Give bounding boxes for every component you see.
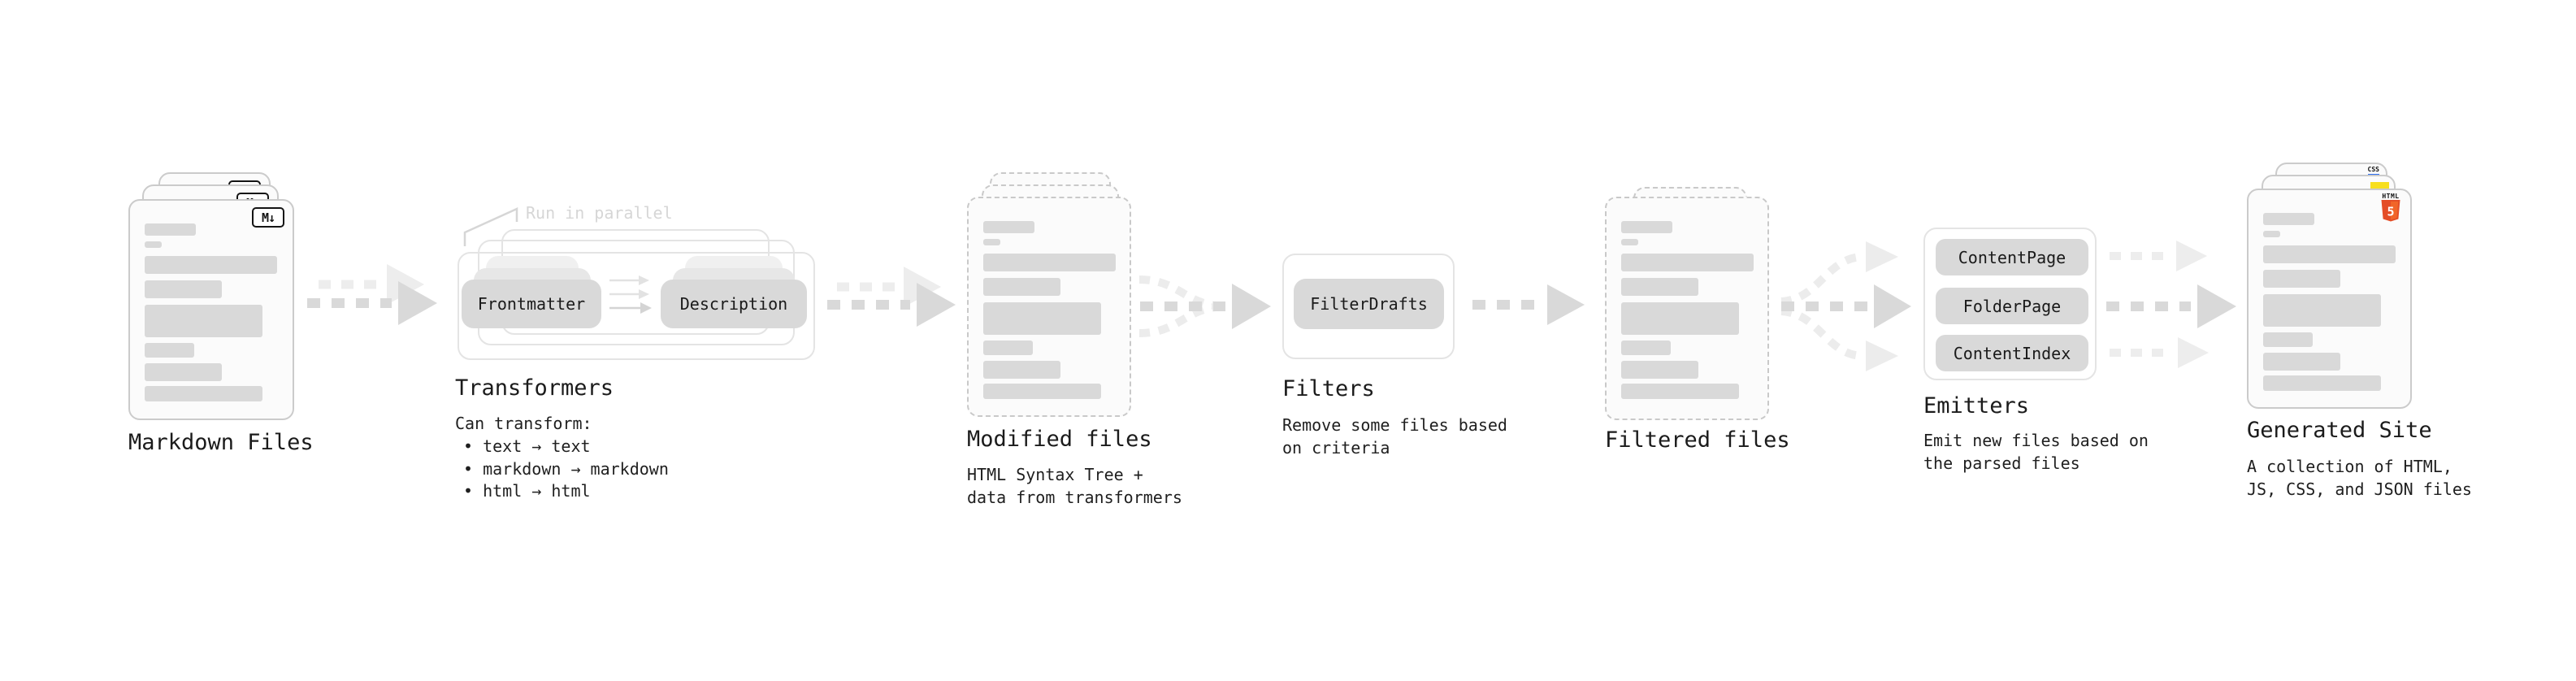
doc-text-bar	[1621, 278, 1698, 296]
doc-text-bar	[2263, 245, 2396, 263]
emitters-box: ContentPage FolderPage ContentIndex	[1923, 228, 2097, 380]
markdown-file-card-front: M↓	[128, 199, 294, 420]
doc-text-bar	[1621, 361, 1698, 379]
html5-number: 5	[2387, 205, 2394, 219]
doc-text-bar	[2263, 270, 2340, 288]
doc-text-bar	[1621, 221, 1672, 233]
transformers-bullet: • text → text	[463, 436, 591, 456]
section-label-filtered-files: Filtered files	[1605, 427, 1790, 453]
filters-subtext-line: Remove some files based	[1282, 415, 1507, 435]
arrow-modified-to-filters	[1138, 275, 1271, 337]
filters-subtext-line: on criteria	[1282, 438, 1390, 458]
run-in-parallel-note: Run in parallel	[526, 203, 673, 223]
arrow-markdown-to-transformers	[307, 264, 437, 325]
doc-text-bar	[145, 280, 222, 298]
filtered-file-card-front	[1605, 197, 1769, 420]
emitter-pill-contentindex: ContentIndex	[1936, 335, 2088, 371]
doc-text-bar	[2263, 213, 2314, 225]
section-label-modified-files: Modified files	[967, 427, 1152, 452]
emitter-pill-folderpage: FolderPage	[1936, 288, 2088, 324]
emitters-subtext-line: the parsed files	[1923, 453, 2080, 473]
doc-text-bar	[2263, 375, 2381, 391]
doc-text-bar	[2263, 353, 2340, 371]
doc-text-bar	[145, 223, 196, 236]
transformers-bullet: • markdown → markdown	[463, 459, 669, 479]
doc-text-bar	[983, 278, 1060, 296]
doc-text-bar	[1621, 302, 1739, 335]
arrow-filters-to-filtered	[1472, 284, 1585, 325]
doc-text-bar	[145, 363, 222, 381]
emitter-pill-contentpage: ContentPage	[1936, 239, 2088, 275]
doc-text-bar	[145, 256, 277, 274]
section-label-filters: Filters	[1282, 376, 1375, 401]
transformers-bullet: • html → html	[463, 481, 591, 501]
doc-text-bar	[983, 221, 1034, 233]
section-label-generated-site: Generated Site	[2247, 418, 2432, 443]
doc-text-bar	[1621, 340, 1671, 355]
doc-text-bar	[1621, 239, 1638, 245]
arrow-emitters-to-generated	[2106, 241, 2236, 368]
doc-text-bar	[2263, 294, 2381, 327]
section-label-transformers: Transformers	[455, 375, 614, 401]
arrow-transformers-to-modified	[827, 267, 956, 327]
section-label-emitters: Emitters	[1923, 393, 2030, 419]
html5-icon-word: HTML	[2382, 193, 2400, 200]
doc-text-bar	[145, 386, 262, 401]
js-icon	[2370, 182, 2389, 189]
html5-icon: HTML 5	[2380, 193, 2401, 227]
arrow-filtered-to-emitters	[1780, 241, 1911, 371]
transformer-container-front	[458, 252, 815, 360]
doc-text-bar	[2263, 231, 2280, 237]
doc-text-bar	[145, 241, 162, 248]
generated-site-subtext-line: A collection of HTML,	[2247, 457, 2452, 476]
modified-files-subtext-line: HTML Syntax Tree +	[967, 465, 1143, 484]
html5-shield: 5	[2381, 200, 2400, 222]
doc-text-bar	[145, 343, 194, 358]
doc-text-bar	[1621, 384, 1739, 399]
transformers-subtitle: Can transform:	[455, 414, 592, 433]
markdown-icon: M↓	[252, 207, 284, 228]
doc-text-bar	[2263, 332, 2313, 347]
modified-files-subtext-line: data from transformers	[967, 488, 1182, 507]
doc-text-bar	[983, 340, 1033, 355]
modified-file-card-front	[967, 197, 1131, 417]
doc-text-bar	[983, 239, 1000, 245]
transformer-pill-description: Description	[661, 280, 807, 328]
doc-text-bar	[983, 361, 1060, 379]
transformer-pill-frontmatter: Frontmatter	[462, 280, 601, 328]
doc-text-bar	[145, 305, 262, 337]
filter-pill-filterdrafts: FilterDrafts	[1294, 279, 1444, 329]
doc-text-bar	[983, 302, 1101, 335]
doc-text-bar	[1621, 254, 1754, 271]
generated-site-subtext-line: JS, CSS, and JSON files	[2247, 479, 2472, 499]
doc-text-bar	[983, 384, 1101, 399]
generated-file-card-html: HTML 5	[2247, 189, 2412, 409]
emitters-subtext-line: Emit new files based on	[1923, 431, 2149, 450]
doc-text-bar	[983, 254, 1116, 271]
section-label-markdown-files: Markdown Files	[128, 430, 314, 455]
